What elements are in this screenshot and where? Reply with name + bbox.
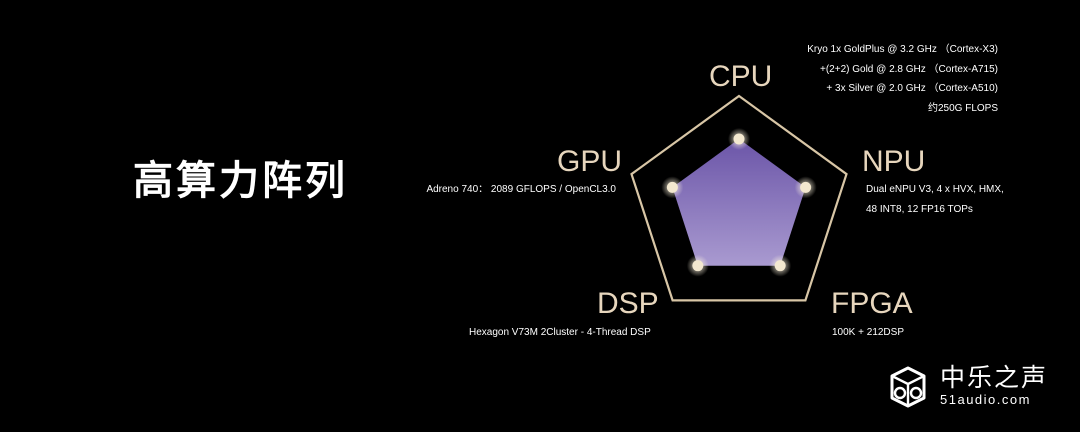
radar-point-cpu [733, 133, 745, 145]
gpu-description: Adreno 740： 2089 GFLOPS / OpenCL3.0 [426, 180, 616, 200]
dsp-description: Hexagon V73M 2Cluster - 4-Thread DSP [469, 323, 651, 343]
npu-line: Dual eNPU V3, 4 x HVX, HMX, [866, 184, 1004, 195]
radar-points [661, 127, 817, 277]
watermark-url: 51audio.com [940, 392, 1031, 407]
npu-line: 48 INT8, 12 FP16 TOPs [866, 203, 973, 215]
radar-point-npu [800, 181, 812, 193]
radar-point-fpga [774, 260, 786, 272]
speaker-logo-icon [890, 366, 926, 408]
cpu-line: + 3x Silver @ 2.0 GHz （Cortex-A510) [826, 83, 998, 94]
watermark-logo: 中乐之声 51audio.com [884, 362, 1048, 410]
radar-point-gpu [666, 181, 678, 193]
fpga-description: 100K + 212DSP [832, 323, 904, 343]
cpu-line: 约250G FLOPS [927, 102, 998, 114]
radar-data-area [672, 138, 806, 266]
dsp-line: Hexagon V73M 2Cluster - 4-Thread DSP [469, 327, 651, 338]
npu-description: Dual eNPU V3, 4 x HVX, HMX, 48 INT8, 12 … [866, 180, 1004, 219]
axis-label-gpu: GPU [557, 145, 623, 178]
page-title: 高算力阵列 [133, 158, 348, 204]
fpga-line: 100K + 212DSP [832, 327, 904, 338]
cpu-description: Kryo 1x GoldPlus @ 3.2 GHz （Cortex-X3) +… [807, 40, 998, 118]
axis-label-cpu: CPU [709, 60, 773, 93]
watermark-name: 中乐之声 [940, 363, 1049, 392]
axis-label-npu: NPU [862, 145, 926, 178]
cpu-line: Kryo 1x GoldPlus @ 3.2 GHz （Cortex-X3) [807, 44, 998, 55]
cpu-line: +(2+2) Gold @ 2.8 GHz （Cortex-A715) [820, 63, 998, 75]
radar-point-dsp [692, 260, 704, 272]
gpu-line: Adreno 740： 2089 GFLOPS / OpenCL3.0 [426, 184, 616, 195]
axis-label-dsp: DSP [597, 287, 659, 320]
axis-label-fpga: FPGA [831, 287, 913, 320]
